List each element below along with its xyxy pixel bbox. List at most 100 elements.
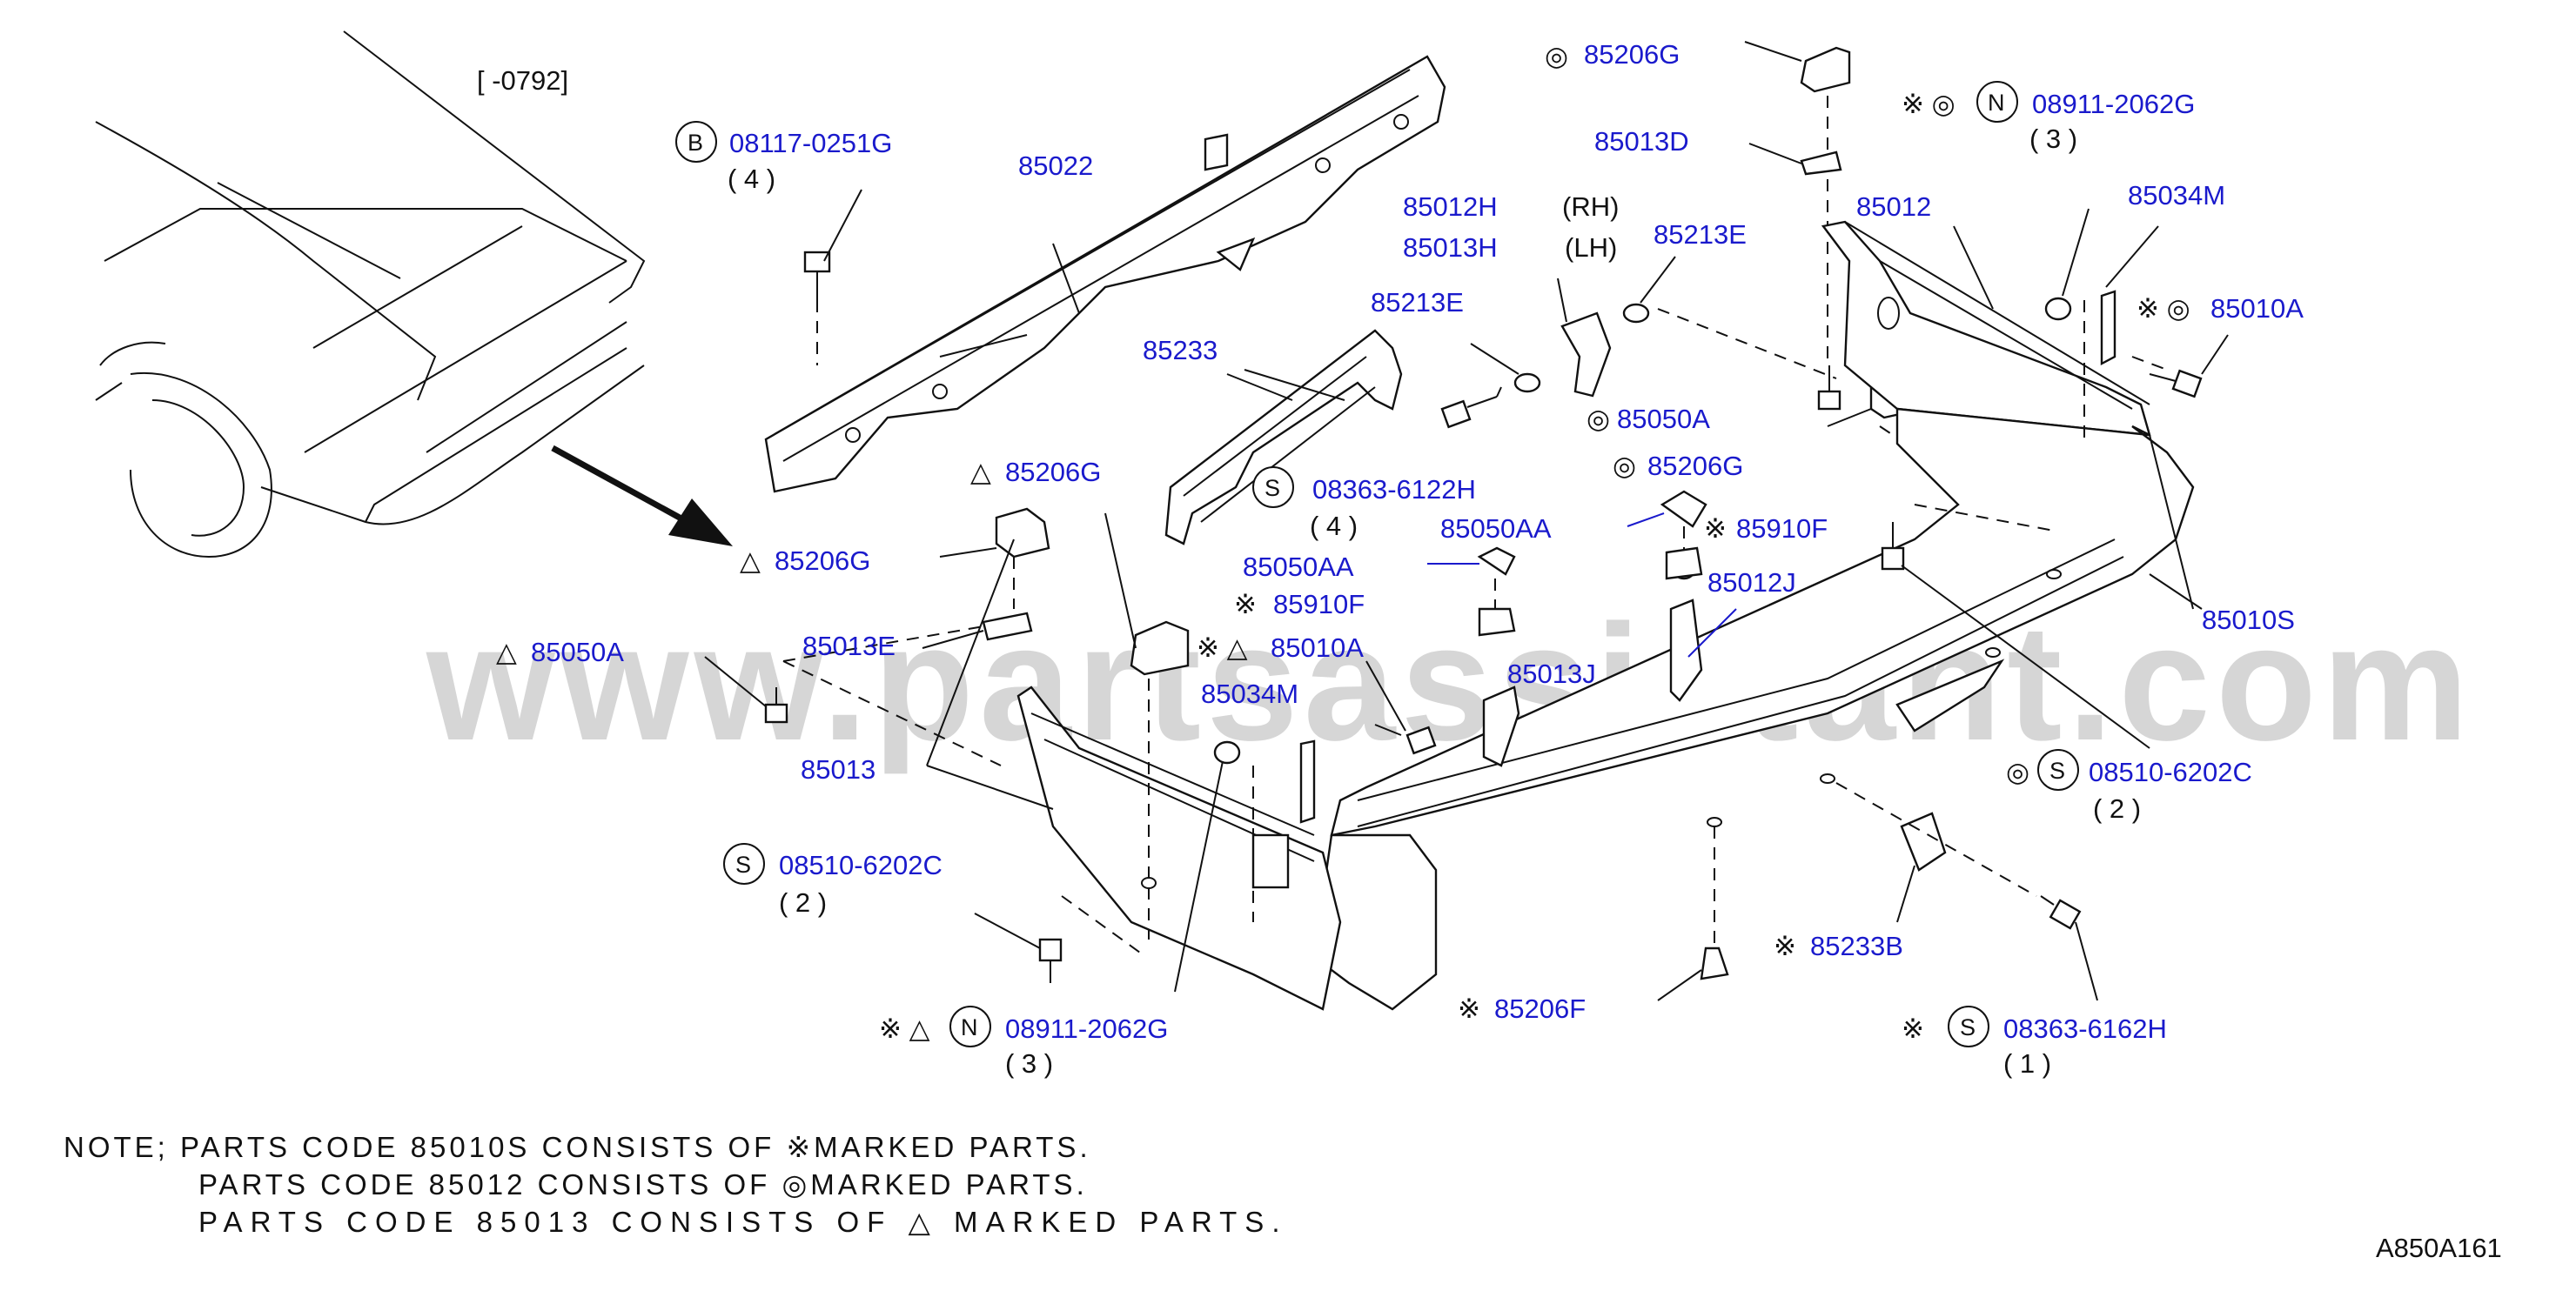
svg-text:N: N xyxy=(961,1014,978,1040)
retainer-85206F xyxy=(1657,826,1729,1001)
label-85013: 85013 xyxy=(801,754,875,785)
svg-text:※: ※ xyxy=(1458,993,1480,1024)
svg-text:85013H: 85013H xyxy=(1403,232,1498,263)
retainer-85206G-left xyxy=(1104,512,1190,940)
label-85022: 85022 xyxy=(1018,151,1093,181)
label-85013E: 85013E xyxy=(802,631,896,661)
svg-text:◎: ◎ xyxy=(1587,404,1610,434)
pad-85034M-left xyxy=(1299,739,1316,824)
arrow-icon xyxy=(551,445,733,546)
svg-text:08911-2062G: 08911-2062G xyxy=(2032,89,2195,119)
svg-text:※: ※ xyxy=(1234,589,1257,619)
note-line-2: PARTS CODE 85012 CONSISTS OF ◎MARKED PAR… xyxy=(198,1168,1088,1201)
bumper-fascia-85010S xyxy=(1218,407,2203,1011)
label-85034M-right: 85034M xyxy=(2128,180,2225,211)
label-08363-6162H: ※ S 08363-6162H ( 1 ) xyxy=(1902,1006,2167,1079)
svg-text:N: N xyxy=(1988,90,2005,116)
svg-text:S: S xyxy=(2049,758,2065,784)
svg-text:※ ◎: ※ ◎ xyxy=(1902,89,1955,119)
bracket-85233 xyxy=(1164,329,1403,545)
label-08510-6202C-right: ◎ S 08510-6202C ( 2 ) xyxy=(2006,749,2252,824)
svg-text:85010A: 85010A xyxy=(1271,632,1364,663)
svg-text:( 1 ): ( 1 ) xyxy=(2003,1048,2051,1079)
svg-text:※: ※ xyxy=(1774,931,1796,961)
label-85034M-left: 85034M xyxy=(1201,679,1298,709)
svg-text:S: S xyxy=(1265,475,1280,501)
reinforcement-85022 xyxy=(764,55,1446,493)
bolt-85050A-mid xyxy=(1817,365,1841,411)
svg-text:S: S xyxy=(735,852,751,878)
bolt-08117-0251G xyxy=(803,189,862,365)
label-85010A-right: ※ ◎ 85010A xyxy=(2137,293,2304,324)
diagram-code: A850A161 xyxy=(2376,1233,2502,1263)
bracket-85012H-85013H xyxy=(1557,278,1837,398)
svg-text:( 3 ): ( 3 ) xyxy=(1005,1048,1053,1079)
nut-08911-2062G-bottom xyxy=(1174,740,1254,993)
svg-text:85010A: 85010A xyxy=(2210,293,2304,324)
label-85050AA-b: 85050AA xyxy=(1243,552,1354,582)
svg-text:08510-6202C: 08510-6202C xyxy=(2089,757,2252,787)
label-85213E-b: 85213E xyxy=(1371,287,1464,318)
svg-text:( 2 ): ( 2 ) xyxy=(779,887,827,918)
bolt-85050A-left xyxy=(704,656,1002,766)
label-85013H: 85013H (LH) xyxy=(1403,232,1617,263)
screw-08363-6162H xyxy=(2040,895,2098,1001)
svg-text:※: ※ xyxy=(1704,513,1727,544)
svg-text:85910F: 85910F xyxy=(1736,513,1828,544)
svg-text:(RH): (RH) xyxy=(1562,191,1619,222)
pad-85034M-right xyxy=(2100,225,2159,365)
svg-text:85206G: 85206G xyxy=(1005,457,1101,487)
svg-text:◎: ◎ xyxy=(1545,41,1568,71)
label-85910F-b: ※ 85910F xyxy=(1234,589,1365,619)
bumper-side-85012 xyxy=(1821,220,2151,437)
clip-85910F-a xyxy=(1478,607,1516,637)
bolt-85010A-left xyxy=(1365,660,1437,755)
screw-08510-6202C-right xyxy=(1881,504,2150,749)
svg-text:(LH): (LH) xyxy=(1565,232,1617,263)
label-85012J: 85012J xyxy=(1707,567,1796,598)
svg-text:B: B xyxy=(688,130,703,156)
retainer-85206G-tri xyxy=(939,507,1050,609)
label-85010A-left: ※ △ 85010A xyxy=(1197,632,1364,663)
label-85233: 85233 xyxy=(1143,335,1218,365)
svg-text:◎: ◎ xyxy=(1613,451,1636,481)
svg-text:( 3 ): ( 3 ) xyxy=(2029,124,2077,154)
svg-text:08117-0251G: 08117-0251G xyxy=(729,128,892,158)
svg-text:△: △ xyxy=(740,545,761,576)
svg-text:85206G: 85206G xyxy=(775,545,870,576)
label-85206G-mid: ◎ 85206G xyxy=(1613,451,1743,481)
svg-text:※ △: ※ △ xyxy=(1197,632,1248,663)
svg-text:△: △ xyxy=(496,637,517,667)
label-08510-6202C-left: S 08510-6202C ( 2 ) xyxy=(723,843,943,918)
label-85050AA-a: 85050AA xyxy=(1440,513,1552,544)
date-range: [ -0792] xyxy=(477,65,568,96)
svg-text:◎: ◎ xyxy=(2006,757,2029,787)
label-85050A-left: △ 85050A xyxy=(496,637,624,667)
svg-text:S: S xyxy=(1960,1014,1976,1040)
clip-85910F-b xyxy=(1665,546,1703,580)
screw-08510-6202C-left xyxy=(974,895,1141,983)
label-08911-2062G-top: ※ ◎ N 08911-2062G ( 3 ) xyxy=(1902,81,2195,154)
svg-text:08510-6202C: 08510-6202C xyxy=(779,850,943,880)
note-line-1: NOTE; PARTS CODE 85010S CONSISTS OF ※MAR… xyxy=(64,1131,1091,1163)
label-85010S: 85010S xyxy=(2202,605,2295,635)
svg-text:※ △: ※ △ xyxy=(879,1013,930,1044)
washer-85213E xyxy=(1470,256,1676,393)
retainer-85206G-top xyxy=(1744,41,1851,365)
clip-85233B xyxy=(1835,782,2037,923)
svg-text:85206G: 85206G xyxy=(1647,451,1743,481)
label-85206G-arrow: △ 85206G xyxy=(740,545,870,576)
screw-08363-6122H xyxy=(1440,386,1502,429)
svg-text:85012H: 85012H xyxy=(1403,191,1498,222)
label-85050A-mid: ◎ 85050A xyxy=(1587,404,1710,434)
label-85206G-top: ◎ 85206G xyxy=(1545,39,1680,71)
svg-text:※ ◎: ※ ◎ xyxy=(2137,293,2190,324)
label-85213E-a: 85213E xyxy=(1654,219,1747,250)
svg-text:85206F: 85206F xyxy=(1494,993,1586,1024)
label-85013J: 85013J xyxy=(1507,659,1596,689)
svg-text:△: △ xyxy=(970,457,991,487)
label-08117-0251G: B 08117-0251G ( 4 ) xyxy=(675,121,892,194)
car-rear-illustration xyxy=(95,30,646,559)
nut-08911-2062G-top xyxy=(2044,208,2090,444)
